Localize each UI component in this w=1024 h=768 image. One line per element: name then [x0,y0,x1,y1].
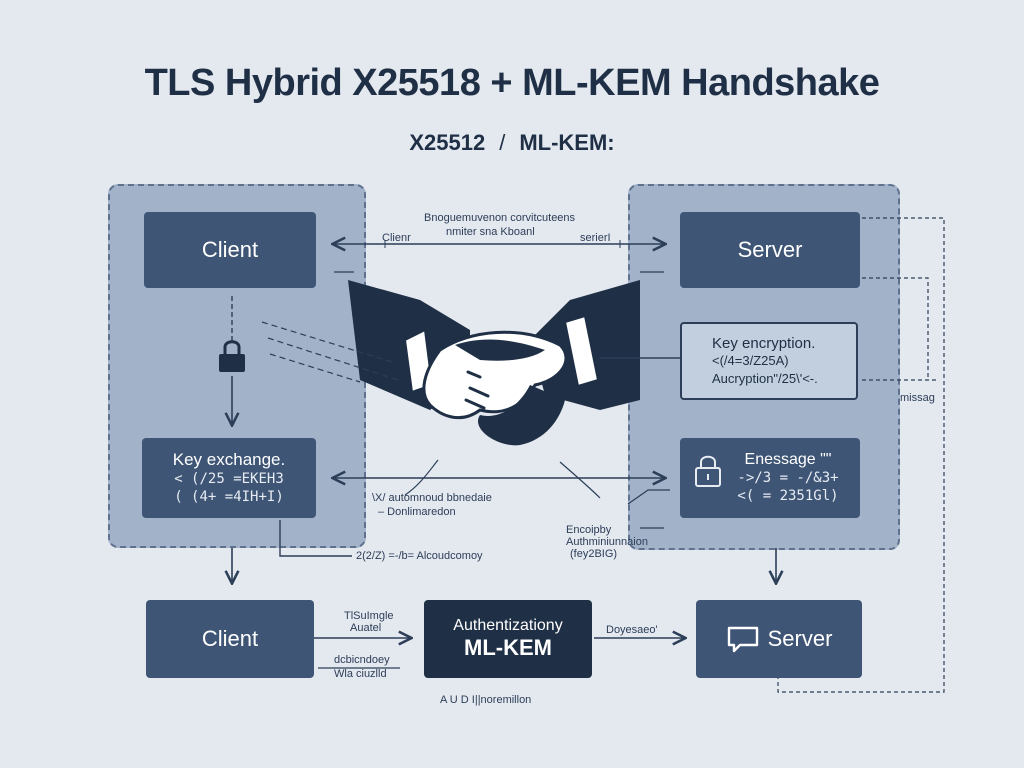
label-bottom-left-4: Wla ciuzlld [334,668,387,680]
client-bottom-box: Client [146,600,314,678]
label-bottom-left-3: dcbicndoey [334,654,390,666]
message-box: Enessage "" ->/3 = -/&3+ <( = 2351Gl) [680,438,860,518]
label-top-center-1: Bnoguemuvenon corvitcuteens [424,212,576,224]
client-top-label: Client [201,237,259,262]
auth-box: Authentizationy ML-KEM [424,600,592,678]
label-mid-center-1: \X/ automnoud bbnedaie [372,492,492,504]
label-mid-center-2: – Donlimaredon [378,506,456,518]
label-bottom-left-1: TlSuImgle [344,610,394,622]
key-exchange-line2: ( (4+ =4IH+I) [174,489,284,505]
message-line1: ->/3 = -/&3+ [737,470,839,486]
lock-icon [219,340,245,372]
label-top-right: serierI [580,232,611,244]
label-bottom-right: Doyesaeo' [606,624,658,636]
page-title: TLS Hybrid X25518 + ML-KEM Handshake [144,62,880,104]
key-encryption-box: Key encryption. <(/4=3/Z25A) Aucryption"… [680,322,858,400]
server-top-box: Server [680,212,860,288]
auth-line1: Authentizationy [453,617,563,634]
handshake-icon [348,280,640,446]
label-right-mid-1: Encoipby [566,524,612,536]
label-right-mid-3: (fey2BIG) [570,548,618,560]
server-bottom-label: Server [767,626,833,651]
subtitle-right: ML-KEM: [519,130,615,155]
label-bottom-mid: 2(2/Z) =-/b= Alcoudcomoy [356,550,483,562]
client-top-box: Client [144,212,316,288]
label-top-left: Clienr [382,232,411,244]
subtitle-separator: / [499,130,506,155]
label-far-right: missag [900,392,935,404]
key-exchange-box: Key exchange. < (/25 =EKEH3 ( (4+ =4IH+I… [142,438,316,518]
server-bottom-box: Server [696,600,862,678]
server-top-label: Server [737,237,803,262]
key-encryption-line2: Aucryption"/25\'<-. [712,370,818,386]
label-top-center-2: nmiter sna Kboanl [446,226,535,238]
chat-bubble-icon [727,626,758,653]
message-title: Enessage "" [744,451,832,468]
key-encryption-title: Key encryption. [712,334,816,352]
client-bottom-label: Client [201,626,259,651]
subtitle: X25512 / ML-KEM: [0,130,1024,156]
label-bottom-center: A U D I||noremillon [440,694,532,706]
key-exchange-line1: < (/25 =EKEH3 [174,471,284,487]
key-encryption-line1: <(/4=3/Z25A) [712,352,789,368]
label-right-mid-2: Authminiunnaion [566,536,648,548]
lock-outline-icon [695,455,721,487]
message-line2: <( = 2351Gl) [737,488,839,504]
key-exchange-title: Key exchange. [172,450,286,469]
subtitle-left: X25512 [409,130,486,155]
auth-line2: ML-KEM [464,635,552,660]
label-bottom-left-2: Auatel [350,622,382,634]
